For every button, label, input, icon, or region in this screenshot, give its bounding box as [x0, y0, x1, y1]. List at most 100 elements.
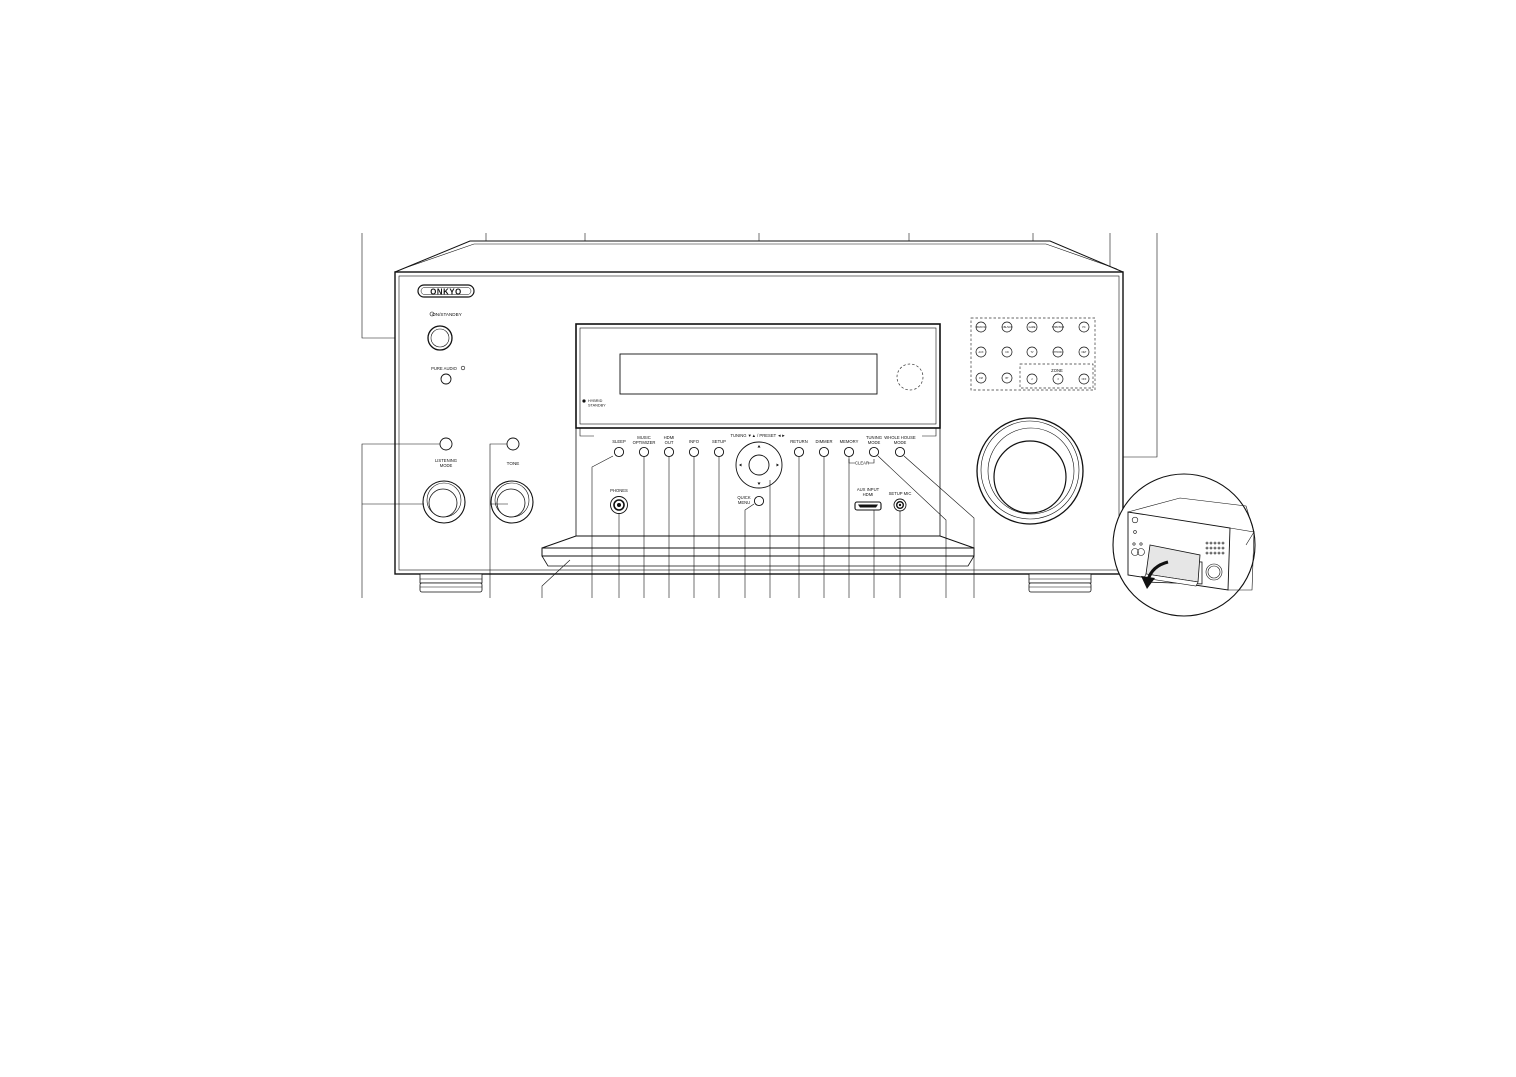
zone-label: ZONE	[1051, 368, 1063, 373]
sleep-button[interactable]	[613, 446, 625, 458]
tone-group: TONE	[490, 437, 534, 524]
power-button-group: ON/STANDBY	[427, 311, 462, 351]
input-button-strm-box-label: STRM BOX	[1052, 326, 1065, 329]
tone-button[interactable]	[506, 437, 520, 451]
pure-audio-label: PURE AUDIO	[431, 366, 458, 371]
dimmer-label: DIMMER	[816, 439, 833, 444]
setup-button[interactable]	[713, 446, 725, 458]
input-button-aux[interactable]	[975, 346, 987, 358]
listening-mode-button[interactable]	[439, 437, 453, 451]
input-button-bt[interactable]	[1001, 372, 1013, 384]
info-label: INFO	[689, 439, 700, 444]
pure-audio-button[interactable]	[440, 373, 452, 385]
remote-sensor	[896, 363, 924, 391]
power-button[interactable]	[427, 325, 453, 351]
tone-knob[interactable]	[490, 480, 534, 524]
brand-logo: ONKYO	[417, 284, 475, 298]
input-button-net[interactable]	[1078, 346, 1090, 358]
info-button[interactable]	[688, 446, 700, 458]
inset-button-grid	[1205, 541, 1225, 555]
aux-input-label-2: HDMI	[863, 492, 874, 497]
setup-label: SETUP	[712, 439, 726, 444]
tuning-mode-label-1: TUNING	[866, 435, 882, 440]
hybrid-standby-label-2: STANDBY	[588, 404, 606, 408]
input-button-aux-label: AUX	[979, 351, 984, 354]
sleep-label: SLEEP	[612, 439, 626, 444]
hybrid-standby-indicator	[582, 399, 586, 403]
brand-text: ONKYO	[430, 287, 462, 296]
input-button-fm[interactable]	[975, 372, 987, 384]
zone-button-2[interactable]	[1026, 373, 1038, 385]
zone-button-off-label: OFF	[1082, 378, 1087, 381]
tone-label: TONE	[507, 461, 520, 466]
hybrid-standby-label-1: HYBRID	[588, 399, 603, 403]
return-label: RETURN	[790, 439, 807, 444]
whole-house-mode-button[interactable]	[894, 446, 906, 458]
enter-button[interactable]	[748, 454, 770, 476]
clear-label: CLEAR	[855, 461, 869, 466]
hdmi-out-label-2: OUT	[665, 440, 674, 445]
input-button-game-label: GAME	[1028, 326, 1035, 329]
zone-button-off[interactable]	[1078, 373, 1090, 385]
zone-button-2-label: 2	[1031, 378, 1033, 381]
front-flap	[541, 428, 975, 567]
power-label: ON/STANDBY	[432, 312, 462, 317]
input-button-bt-label: BT	[1005, 377, 1009, 380]
input-button-tv-label: TV	[1030, 351, 1033, 354]
aux-input-label-1: AUX INPUT	[857, 487, 880, 492]
foot-left	[419, 573, 483, 593]
tuning-preset-label: TUNING ▼▲ / PRESET ◄►	[730, 433, 785, 438]
listening-mode-label-1: LISTENING	[435, 458, 457, 463]
return-button[interactable]	[793, 446, 805, 458]
input-button-pc[interactable]	[1078, 321, 1090, 333]
pure-audio-indicator	[460, 365, 466, 371]
quick-menu-label-1: QUICK	[737, 495, 750, 500]
input-button-bd-dvd-label: BD/DVD	[976, 326, 985, 329]
input-button-strm-box[interactable]	[1052, 321, 1064, 333]
input-button-pc-label: PC	[1082, 326, 1086, 329]
dimmer-button[interactable]	[818, 446, 830, 458]
foot-right	[1028, 573, 1092, 593]
input-selector-frame	[970, 317, 1096, 391]
display-screen	[619, 353, 878, 395]
power-icon	[429, 311, 435, 317]
listening-mode-group: LISTENING MODE	[422, 437, 466, 524]
input-button-cbl-sat[interactable]	[1001, 321, 1013, 333]
hdmi-out-label-1: HDMI	[664, 435, 675, 440]
memory-button[interactable]	[843, 446, 855, 458]
whole-house-label-2: MODE	[894, 440, 907, 445]
quick-menu-button[interactable]	[753, 495, 765, 507]
input-button-game[interactable]	[1026, 321, 1038, 333]
tuning-mode-button[interactable]	[868, 446, 880, 458]
hdmi-out-button[interactable]	[663, 446, 675, 458]
memory-label: MEMORY	[840, 439, 859, 444]
listening-mode-label-2: MODE	[440, 463, 453, 468]
master-volume-knob[interactable]	[976, 417, 1084, 525]
whole-house-label-1: WHOLE HOUSE	[884, 435, 916, 440]
setup-mic-label: SETUP MIC	[889, 491, 912, 496]
panel-buttons: SLEEP MUSIC OPTIMIZER HDMI OUT INFO SETU…	[610, 433, 916, 514]
display-window: HYBRID STANDBY	[575, 323, 941, 429]
input-button-net-label: NET	[1082, 351, 1087, 354]
input-button-bd-dvd[interactable]	[975, 321, 987, 333]
inset-illustration	[1112, 473, 1256, 617]
music-optimizer-label-2: OPTIMIZER	[633, 440, 656, 445]
phones-label: PHONES	[610, 488, 628, 493]
input-button-phono-label: PHONO	[1054, 351, 1063, 354]
tuning-mode-label-2: MODE	[868, 440, 881, 445]
quick-menu-label-2: MENU	[738, 500, 750, 505]
input-button-tv[interactable]	[1026, 346, 1038, 358]
input-button-phono[interactable]	[1052, 346, 1064, 358]
listening-mode-knob[interactable]	[422, 480, 466, 524]
zone-button-3[interactable]	[1052, 373, 1064, 385]
pure-audio-group: PURE AUDIO	[431, 365, 466, 385]
zone-frame	[1019, 363, 1094, 389]
input-button-cbl-sat-label: CBL/SAT	[1002, 326, 1012, 329]
bottom-callout-lines	[361, 443, 975, 598]
music-optimizer-button[interactable]	[638, 446, 650, 458]
zone-button-3-label: 3	[1057, 378, 1059, 381]
input-button-cd[interactable]	[1001, 346, 1013, 358]
